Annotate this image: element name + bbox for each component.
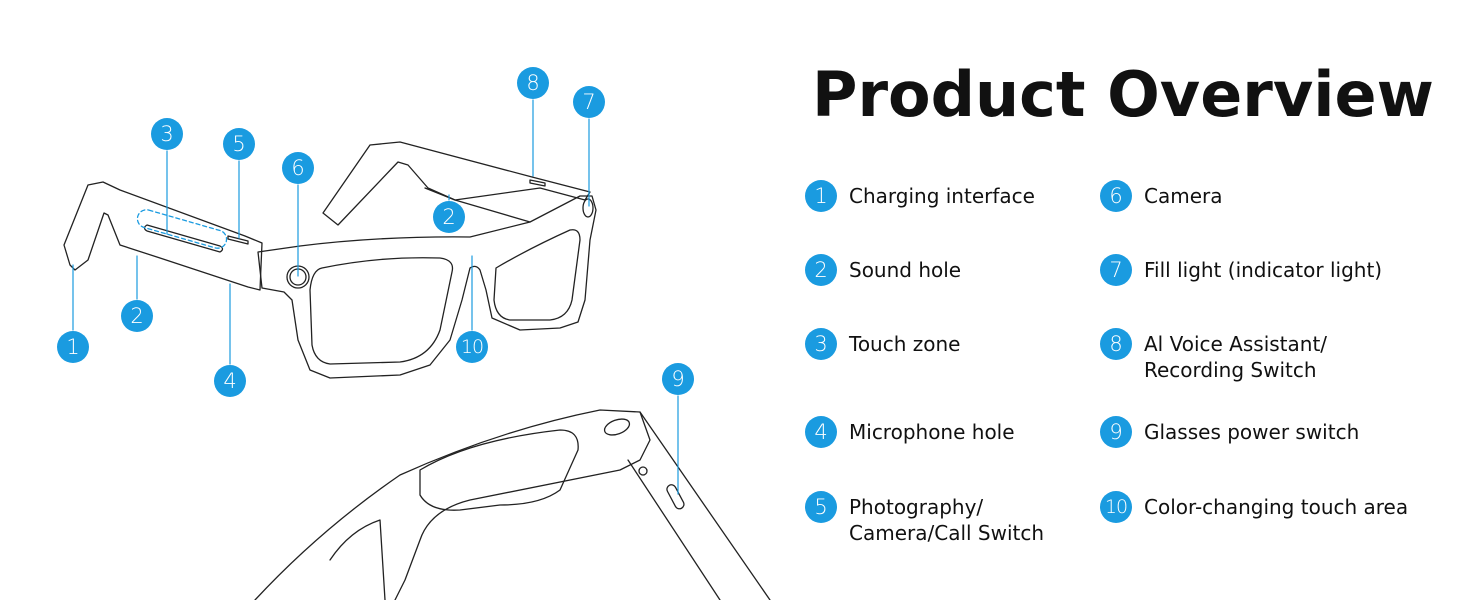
- number-badge: 3: [805, 328, 837, 360]
- callout-3: 3: [151, 118, 183, 150]
- glasses-diagram: 1 2 3 4 5 6 2 8 7 10 9: [57, 67, 771, 600]
- legend-item-voice-assistant: 8 Al Voice Assistant/ Recording Switch: [1100, 328, 1327, 383]
- callout-2-right: 2: [433, 201, 465, 233]
- callout-7: 7: [573, 86, 605, 118]
- number-badge: 1: [805, 180, 837, 212]
- legend-label: Glasses power switch: [1144, 420, 1360, 444]
- legend-label: Microphone hole: [849, 420, 1015, 444]
- legend-label: Sound hole: [849, 258, 962, 282]
- number-badge: 8: [1100, 328, 1132, 360]
- callout-1: 1: [57, 331, 89, 363]
- legend-item-sound-hole: 2 Sound hole: [805, 254, 961, 286]
- legend-item-camera: 6 Camera: [1100, 180, 1223, 212]
- legend-label: Al Voice Assistant/ Recording Switch: [1144, 332, 1328, 382]
- number-badge: 5: [805, 491, 837, 523]
- number-badge: 2: [805, 254, 837, 286]
- legend-item-photography-switch: 5 Photography/ Camera/Call Switch: [805, 491, 1044, 546]
- callout-5: 5: [223, 128, 255, 160]
- legend-label: Camera: [1144, 184, 1223, 208]
- page-title: Product Overview: [812, 58, 1434, 131]
- callout-6: 6: [282, 152, 314, 184]
- legend-item-charging-interface: 1 Charging interface: [805, 180, 1035, 212]
- number-badge: 6: [1100, 180, 1132, 212]
- callout-10: 10: [456, 331, 488, 363]
- callout-2: 2: [121, 300, 153, 332]
- legend-label: Color-changing touch area: [1144, 495, 1409, 519]
- glasses-illustration: [63, 99, 771, 600]
- callout-8: 8: [517, 67, 549, 99]
- legend-item-microphone-hole: 4 Microphone hole: [805, 416, 1015, 448]
- legend-label: Photography/ Camera/Call Switch: [849, 495, 1045, 545]
- number-badge: 7: [1100, 254, 1132, 286]
- number-badge: 10: [1100, 491, 1132, 523]
- legend-label: Fill light (indicator light): [1144, 258, 1383, 282]
- legend-item-power-switch: 9 Glasses power switch: [1100, 416, 1359, 448]
- callout-9: 9: [662, 363, 694, 395]
- legend-item-touch-zone: 3 Touch zone: [805, 328, 960, 360]
- number-badge: 9: [1100, 416, 1132, 448]
- number-badge: 4: [805, 416, 837, 448]
- callout-4: 4: [214, 365, 246, 397]
- legend-item-color-changing-touch: 10 Color-changing touch area: [1100, 491, 1408, 523]
- legend-label: Charging interface: [849, 184, 1035, 208]
- legend-label: Touch zone: [849, 332, 961, 356]
- legend-item-fill-light: 7 Fill light (indicator light): [1100, 254, 1382, 286]
